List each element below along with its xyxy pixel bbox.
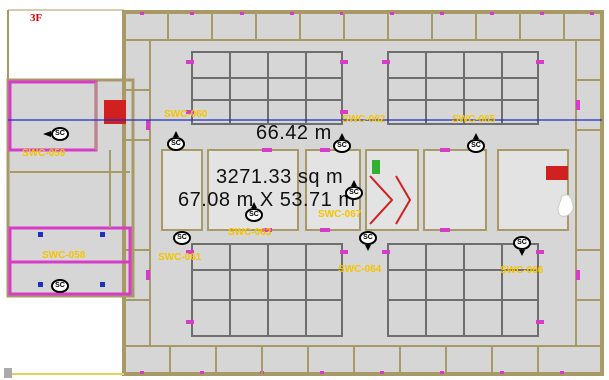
camera-body: SC bbox=[345, 186, 363, 200]
camera-body: SC bbox=[51, 127, 69, 141]
camera-label: SWC-065 bbox=[452, 114, 496, 125]
camera-label: SWC-058 bbox=[42, 250, 86, 261]
west-room-markers bbox=[38, 232, 105, 287]
camera-direction-arrow bbox=[351, 180, 357, 186]
camera-body: SC bbox=[173, 231, 191, 245]
camera-body: SC bbox=[467, 139, 485, 153]
camera-label: SWC-063 bbox=[228, 227, 272, 238]
camera-direction-arrow bbox=[173, 131, 179, 137]
camera-label: SWC-067 bbox=[318, 209, 362, 220]
workstations-sw bbox=[191, 243, 343, 337]
core-stairs bbox=[369, 175, 394, 225]
camera-body: SC bbox=[359, 231, 377, 245]
camera-label: SWC-066 bbox=[500, 265, 544, 276]
floor-label: 3F bbox=[30, 12, 43, 24]
camera-body: SC bbox=[333, 139, 351, 153]
measurement-dimensions: 67.08 m X 53.71 m bbox=[178, 189, 356, 211]
workstations-nw bbox=[191, 51, 343, 125]
workstations-se bbox=[387, 243, 539, 337]
green-marker bbox=[372, 160, 380, 174]
camera-direction-arrow bbox=[339, 133, 345, 139]
facade-markers bbox=[140, 12, 594, 374]
perimeter-offices bbox=[124, 12, 602, 374]
camera-direction-arrow bbox=[43, 131, 51, 137]
camera-body: SC bbox=[167, 137, 185, 151]
stair-block-west bbox=[104, 100, 126, 124]
toilet-icon bbox=[557, 194, 574, 217]
camera-label: SWC-062 bbox=[342, 114, 386, 125]
camera-label: SWC-061 bbox=[158, 252, 202, 263]
outer-wall bbox=[122, 10, 604, 376]
west-wing-wall bbox=[6, 78, 135, 298]
camera-label: SWC-060 bbox=[164, 109, 208, 120]
stair-block-east bbox=[546, 166, 568, 180]
camera-direction-arrow bbox=[365, 245, 371, 251]
camera-label: SWC-059 bbox=[22, 148, 66, 159]
camera-body: SC bbox=[245, 208, 263, 222]
camera-label: SWC-064 bbox=[338, 264, 382, 275]
measurement-area: 3271.33 sq m bbox=[216, 166, 344, 188]
camera-direction-arrow bbox=[519, 250, 525, 256]
door-markers bbox=[146, 60, 580, 324]
camera-direction-arrow bbox=[473, 133, 479, 139]
camera-body: SC bbox=[51, 279, 69, 293]
core-rooms bbox=[161, 149, 569, 231]
camera-direction-arrow bbox=[251, 202, 257, 208]
measurement-length: 66.42 m bbox=[256, 122, 332, 144]
camera-body: SC bbox=[513, 236, 531, 250]
workstations-ne bbox=[387, 51, 539, 125]
